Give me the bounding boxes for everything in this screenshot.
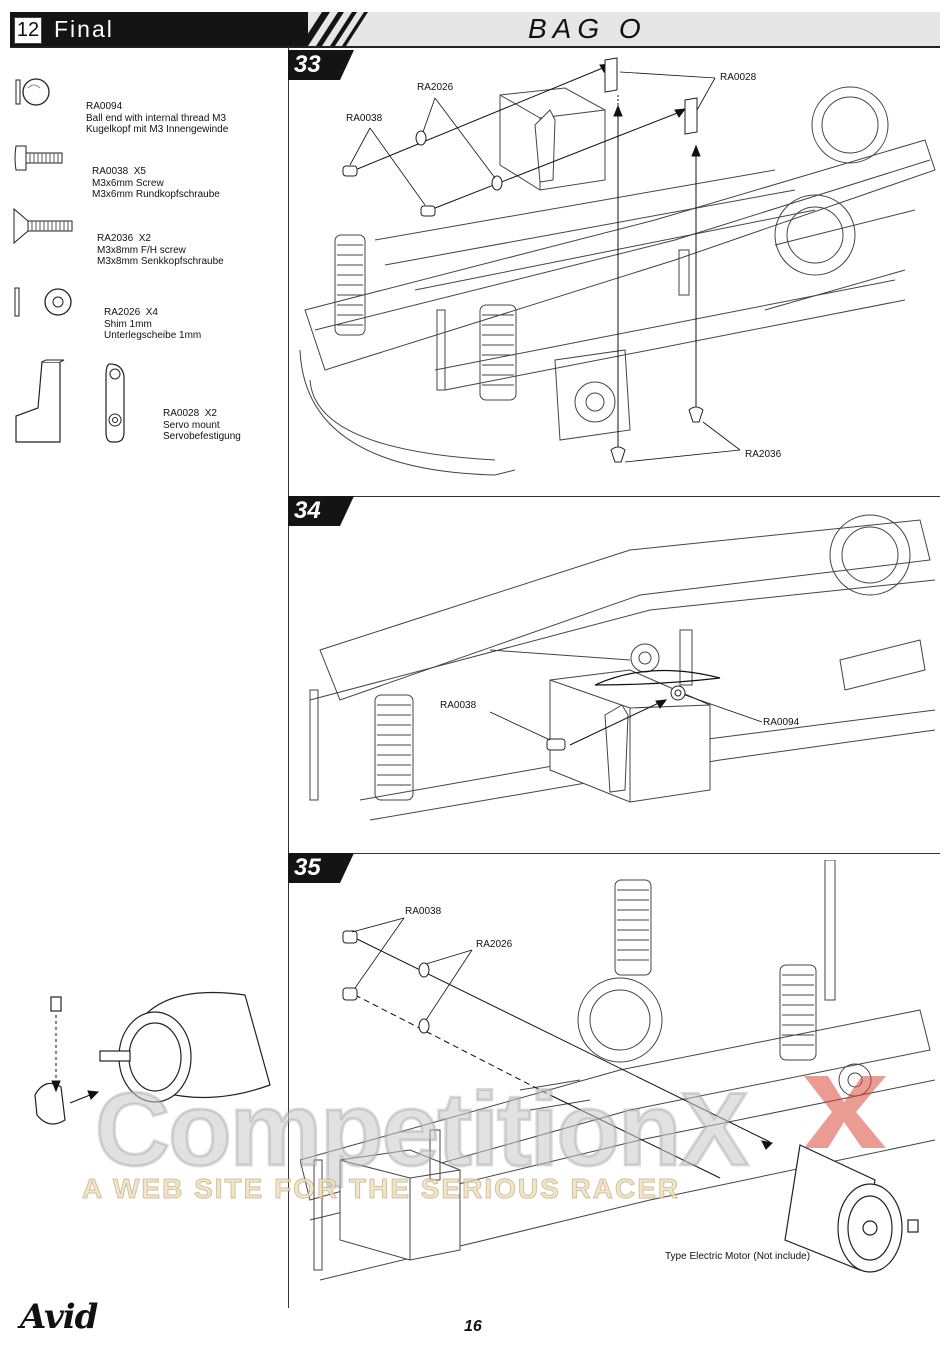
callout-33-ra2036: RA2036 bbox=[745, 449, 782, 460]
watermark-subtitle: A WEB SITE FOR THE SERIOUS RACER bbox=[81, 1173, 681, 1205]
page-number: 16 bbox=[464, 1318, 482, 1335]
watermark-x-mark bbox=[804, 1076, 886, 1148]
callout-33-ra0038: RA0038 bbox=[346, 113, 383, 124]
watermark-title: CompetitionX bbox=[94, 1072, 751, 1188]
step-34-illustration bbox=[309, 514, 936, 821]
header-stripes bbox=[300, 12, 368, 46]
step-badge-33 bbox=[288, 50, 354, 80]
callout-33-ra2026: RA2026 bbox=[417, 82, 454, 93]
step-number-34: 34 bbox=[294, 497, 321, 524]
section-title: Final bbox=[54, 16, 114, 42]
ball-end-icon bbox=[15, 78, 50, 106]
step-number-35: 35 bbox=[294, 854, 321, 881]
step-35-illustration bbox=[300, 860, 936, 1281]
header-section-block bbox=[10, 12, 308, 46]
shim-icon bbox=[14, 287, 72, 317]
callout-35-ra2026: RA2026 bbox=[476, 939, 513, 950]
callout-33-ra0028: RA0028 bbox=[720, 72, 757, 83]
step-number-33: 33 bbox=[294, 51, 321, 78]
callout-34-ra0094: RA0094 bbox=[763, 717, 800, 728]
bag-title: BAG O bbox=[528, 13, 647, 44]
step-divider-34 bbox=[288, 496, 940, 497]
section-number: 12 bbox=[14, 17, 42, 44]
step-divider-35 bbox=[288, 853, 940, 854]
callout-34-ra0038: RA0038 bbox=[440, 700, 477, 711]
callout-35-ra0038: RA0038 bbox=[405, 906, 442, 917]
column-divider bbox=[288, 46, 289, 1308]
step-33-illustration bbox=[299, 57, 936, 476]
motor-note: Type Electric Motor (Not include) bbox=[665, 1251, 811, 1262]
brand-logo: Avid bbox=[20, 1297, 98, 1337]
flat-head-screw-icon bbox=[13, 207, 73, 245]
button-head-screw-icon bbox=[14, 145, 63, 171]
step-badge-35 bbox=[288, 853, 354, 883]
servo-mount-icon bbox=[15, 359, 125, 443]
motor-pinion-illustration bbox=[34, 991, 271, 1125]
step-badge-34 bbox=[288, 496, 354, 526]
